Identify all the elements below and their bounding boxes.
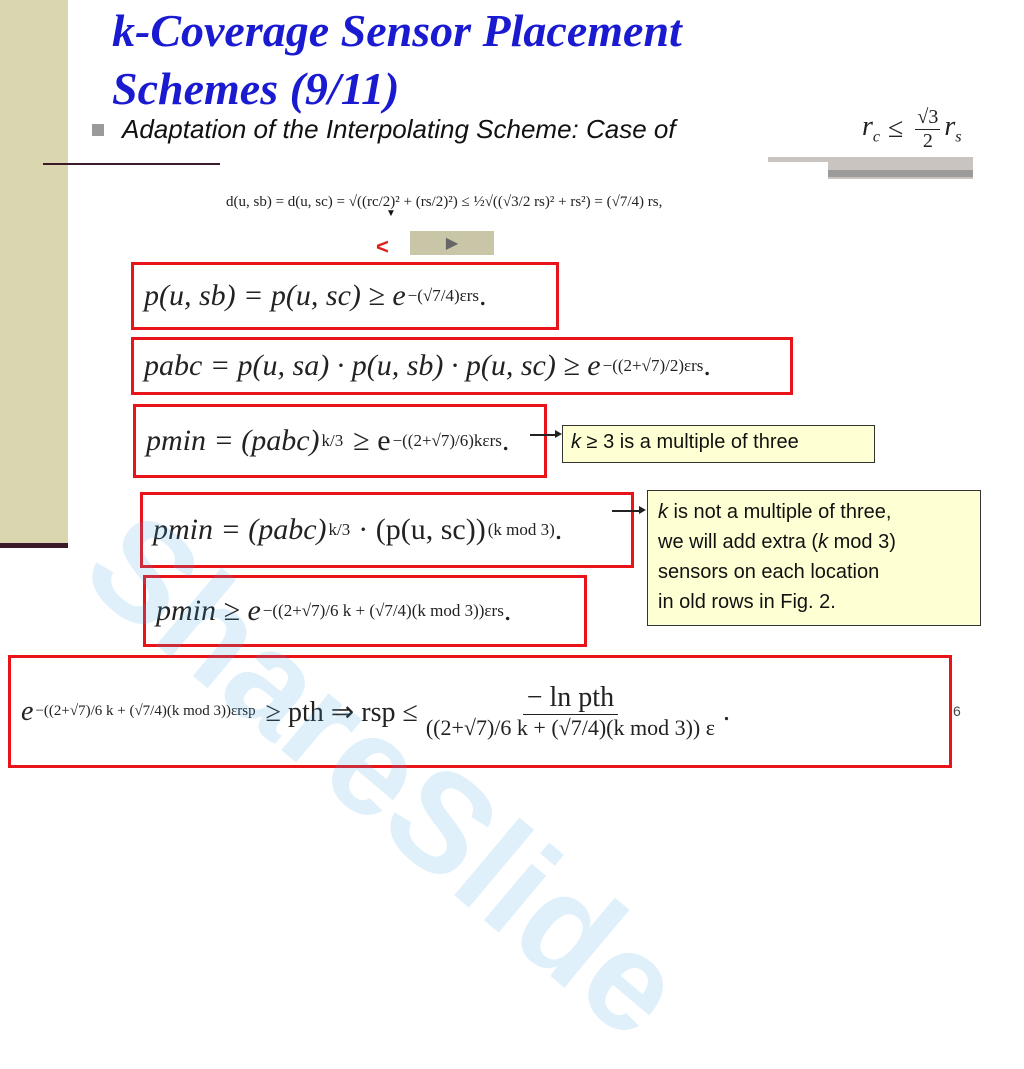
down-marker-icon: ▼ [386,208,396,219]
bullet-item: Adaptation of the Interpolating Scheme: … [92,114,676,145]
bullet-text: Adaptation of the Interpolating Scheme: … [122,114,676,144]
distance-equation: d(u, sb) = d(u, sc) = √((rc/2)² + (rs/2)… [220,162,828,242]
cond-fraction: √3 2 [915,105,941,152]
play-button[interactable]: ▶ [410,231,494,255]
callout-arrow-1 [530,431,562,437]
left-divider [0,543,68,548]
watermark: ShareSlide [57,481,714,1067]
page-number: 6 [953,703,961,719]
callout-multiple-of-three: k ≥ 3 is a multiple of three [562,425,875,463]
title-line-2: Schemes (9/11) [112,63,400,114]
equation-rs-bound: e−((2+√7)/6 k + (√7/4)(k mod 3))εrsp ≥ p… [8,655,952,768]
cond-lhs: rc [862,111,881,146]
slide-title: k-Coverage Sensor Placement Schemes (9/1… [112,2,872,118]
right-decor-shadow [768,170,973,177]
callout-not-multiple-of-three: k is not a multiple of three, we will ad… [647,490,981,626]
condition-formula: rc ≤ √3 2 rs [862,102,1020,156]
top-divider [43,163,233,165]
title-line-1: k-Coverage Sensor Placement [112,5,682,56]
rs-bound-fraction: − ln pth ((2+√7)/6 k + (√7/4)(k mod 3)) … [425,682,715,740]
equation-p-usb: p(u, sb) = p(u, sc) ≥ e−(√7/4)εrs. [131,262,559,330]
cond-rhs: rs [944,111,962,146]
cond-op: ≤ [888,113,904,144]
callout-arrow-2 [612,507,646,513]
equation-pmin-bound: pmin ≥ e−((2+√7)/6 k + (√7/4)(k mod 3))ε… [143,575,587,647]
red-less-than-symbol: < [376,234,389,259]
equation-pmin-multiple: pmin = (pabc)k/3 ≥ e−((2+√7)/6)kεrs. [133,404,547,478]
left-decor-bar [0,0,68,545]
bullet-square-icon [92,123,104,136]
equation-pmin-general: pmin = (pabc)k/3 · (p(u, sc))(k mod 3). [140,492,634,568]
play-icon: ▶ [445,235,459,252]
equation-pabc: pabc = p(u, sa) · p(u, sb) · p(u, sc) ≥ … [131,337,793,395]
